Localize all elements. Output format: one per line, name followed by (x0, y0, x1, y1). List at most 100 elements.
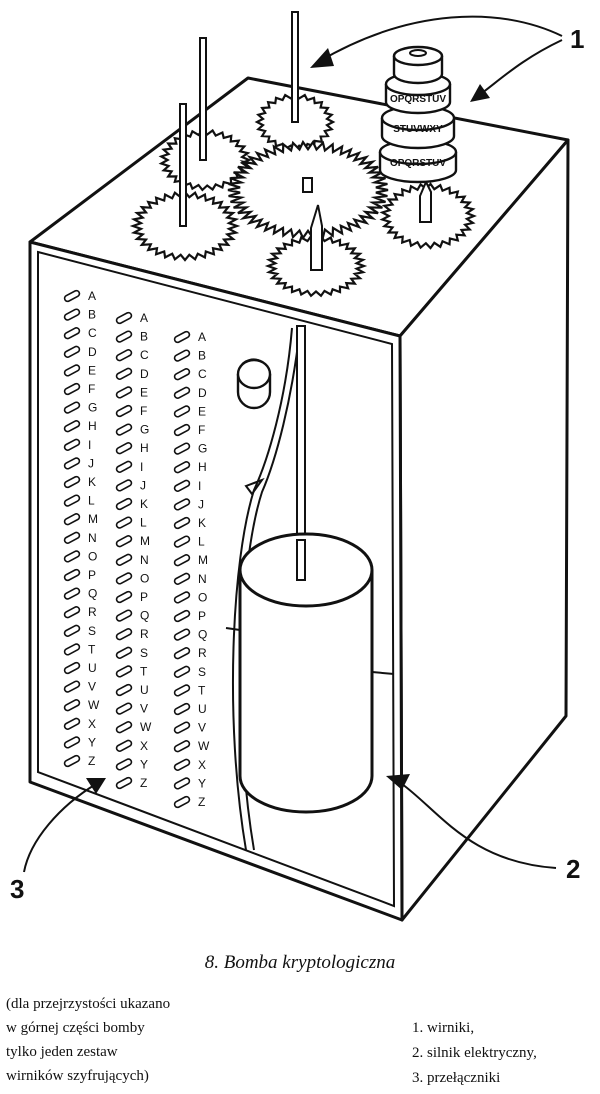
switch-letter: U (198, 702, 207, 716)
toggle-switch (63, 382, 81, 396)
switch-letter: A (198, 330, 206, 344)
toggle-switch (173, 423, 191, 437)
switch-letter: Y (88, 735, 96, 749)
switch-letter: E (140, 385, 148, 399)
toggle-switch (173, 684, 191, 697)
callout-3: 3 (10, 778, 106, 904)
toggle-switch (115, 609, 133, 622)
toggle-switch (115, 442, 133, 455)
switch-letter: V (140, 702, 148, 716)
callout-2: 2 (386, 774, 580, 884)
toggle-switch (115, 386, 133, 399)
figure-note: (dla przejrzystości ukazano w górnej czę… (6, 992, 170, 1088)
note-line: tylko jeden zestaw (6, 1044, 118, 1060)
switch-letter: X (198, 758, 206, 772)
switch-letter: E (88, 363, 96, 377)
callout-1: 1 (310, 15, 584, 102)
spindle (302, 177, 313, 193)
switch-letter: M (88, 512, 98, 526)
toggle-switch (115, 367, 133, 380)
spindle (419, 179, 432, 223)
switch-letter: T (198, 683, 206, 697)
legend-item: 2. silnik elektryczny, (412, 1045, 537, 1061)
switch-letter: G (198, 442, 207, 456)
switch-letter: Q (198, 628, 207, 642)
toggle-switch (63, 289, 81, 303)
toggle-switch (173, 591, 191, 604)
toggle-switch (115, 553, 133, 566)
toggle-switch (173, 572, 191, 585)
toggle-switch (63, 531, 81, 544)
switch-letter: I (198, 479, 201, 493)
switch-letter: R (88, 605, 97, 619)
toggle-switch (173, 758, 191, 771)
switch-letter: J (88, 456, 94, 470)
toggle-switch (173, 330, 191, 344)
switch-letter: Z (198, 795, 205, 809)
switch-letter: L (140, 516, 147, 530)
switch-letter: O (198, 590, 207, 604)
toggle-switch (63, 587, 81, 600)
spindle (291, 11, 299, 123)
toggle-switch (115, 404, 133, 418)
switch-letter: X (140, 739, 148, 753)
toggle-switch (115, 646, 133, 659)
toggle-switch (115, 572, 133, 585)
toggle-switch (115, 460, 133, 473)
toggle-switch (173, 702, 191, 716)
switch-letter: A (88, 289, 96, 303)
switch-panel: ABCDEFGHIJKLMNOPQRSTUVWXYZABCDEFGHIJKLMN… (63, 289, 210, 809)
switch-letter: M (140, 534, 150, 548)
toggle-switch (63, 754, 81, 768)
switch-letter: L (88, 494, 95, 508)
push-button (236, 358, 272, 410)
switch-letter: I (88, 438, 91, 452)
switch-letter: H (198, 460, 207, 474)
toggle-switch (173, 665, 191, 678)
toggle-switch (63, 717, 81, 730)
toggle-switch (173, 777, 191, 790)
switch-letter: P (88, 568, 96, 582)
toggle-switch (115, 535, 133, 548)
switch-letter: Z (88, 754, 95, 768)
drum-label: OPQRSTUV (390, 94, 446, 105)
toggle-switch (173, 609, 191, 623)
toggle-switch (115, 479, 133, 492)
switch-letter: G (88, 401, 97, 415)
switch-letter: J (198, 497, 204, 511)
toggle-switch (115, 665, 133, 678)
toggle-switch (115, 497, 133, 511)
toggle-switch (63, 345, 81, 358)
switch-letter: Y (198, 776, 206, 790)
toggle-switch (63, 624, 81, 637)
switch-letter: R (140, 627, 149, 641)
switch-letter: D (140, 367, 149, 381)
switch-letter: N (140, 553, 149, 567)
toggle-switch (63, 606, 81, 619)
toggle-switch (173, 349, 191, 362)
switch-letter: D (198, 386, 207, 400)
switch-letter: Z (140, 776, 147, 790)
toggle-switch (115, 311, 133, 325)
note-line: wirników szyfrujących) (6, 1068, 149, 1084)
front-panel-frame (37, 250, 396, 908)
switch-letter: V (88, 680, 96, 694)
switch-letter: J (140, 478, 146, 492)
switch-letter: I (140, 460, 143, 474)
toggle-switch (115, 739, 133, 752)
switch-letter: V (198, 721, 206, 735)
switch-letter: T (88, 642, 96, 656)
switch-letter: B (140, 330, 148, 344)
switch-letter: O (88, 549, 97, 563)
switch-letter: Q (88, 587, 97, 601)
switch-letter: H (140, 441, 149, 455)
figure-caption: 8. Bomba kryptologiczna (204, 952, 396, 973)
toggle-switch (115, 330, 133, 343)
legend-item: 3. przełączniki (412, 1070, 501, 1086)
switch-letter: C (198, 367, 207, 381)
switch-letter: H (88, 419, 97, 433)
switch-letter: A (140, 311, 148, 325)
toggle-switch (173, 554, 191, 567)
switch-letter: O (140, 571, 149, 585)
switch-letter: W (198, 739, 210, 753)
